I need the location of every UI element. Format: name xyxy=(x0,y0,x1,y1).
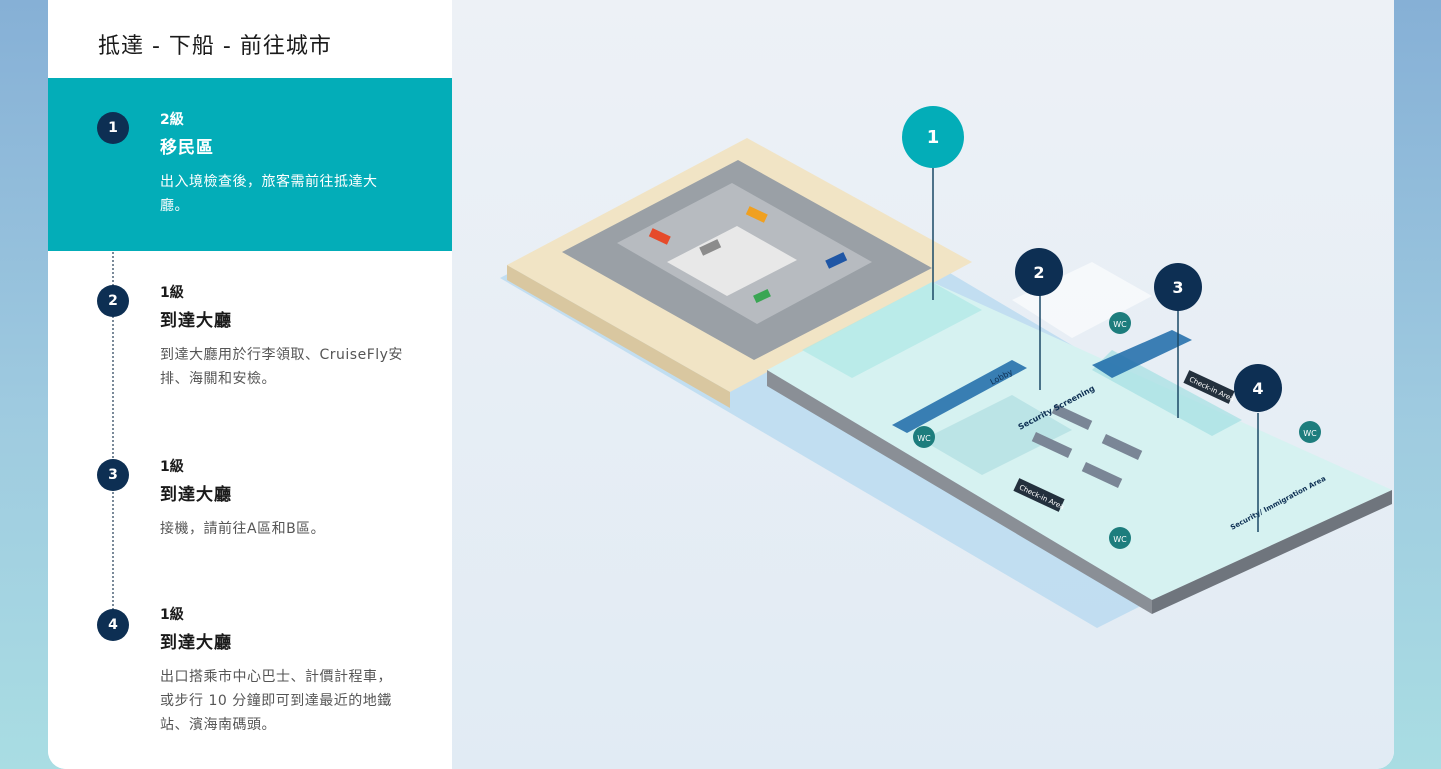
svg-text:2: 2 xyxy=(1033,263,1044,282)
step-1[interactable]: 1 2級 移民區 出入境檢查後，旅客需前往抵達大廳。 xyxy=(48,78,452,251)
step-description: 到達大廳用於行李領取、CruiseFly安排、海關和安檢。 xyxy=(160,347,403,387)
step-name: 到達大廳 xyxy=(160,633,232,653)
map-marker-1[interactable]: 1 xyxy=(902,106,964,168)
map-marker-4[interactable]: 4 xyxy=(1234,364,1282,412)
terminal-map: WC WC WC WC Lobby Security Screening Che… xyxy=(452,0,1394,769)
step-4[interactable]: 4 1級 到達大廳 出口搭乘市中心巴士、計價計程車，或步行 10 分鐘即可到達最… xyxy=(48,575,452,755)
step-number-badge: 1 xyxy=(97,112,129,144)
step-level: 1級 xyxy=(160,459,184,475)
page-title: 抵達 - 下船 - 前往城市 xyxy=(98,34,332,59)
step-description: 出口搭乘市中心巴士、計價計程車，或步行 10 分鐘即可到達最近的地鐵站、濱海南碼… xyxy=(160,669,392,733)
step-3[interactable]: 3 1級 到達大廳 接機，請前往A區和B區。 xyxy=(48,425,452,575)
svg-text:1: 1 xyxy=(927,127,940,148)
svg-text:WC: WC xyxy=(1303,429,1317,438)
svg-text:4: 4 xyxy=(1252,379,1263,398)
content-card: 抵達 - 下船 - 前往城市 1 2級 移民區 出入境檢查後，旅客需前往抵達大廳… xyxy=(48,0,1394,769)
step-name: 移民區 xyxy=(160,138,214,158)
parking-lot xyxy=(507,138,972,408)
step-name: 到達大廳 xyxy=(160,485,232,505)
step-number-badge: 3 xyxy=(97,459,129,491)
step-number-badge: 2 xyxy=(97,285,129,317)
svg-text:WC: WC xyxy=(1113,535,1127,544)
svg-text:WC: WC xyxy=(917,434,931,443)
step-level: 1級 xyxy=(160,607,184,623)
step-description: 出入境檢查後，旅客需前往抵達大廳。 xyxy=(160,174,378,214)
terminal-map-illustration: WC WC WC WC Lobby Security Screening Che… xyxy=(500,106,1392,628)
step-level: 2級 xyxy=(160,112,184,128)
svg-text:WC: WC xyxy=(1113,320,1127,329)
step-name: 到達大廳 xyxy=(160,311,232,331)
step-level: 1級 xyxy=(160,285,184,301)
waiting-seats xyxy=(1031,404,1143,488)
terminal-floor xyxy=(767,262,1392,614)
step-description: 接機，請前往A區和B區。 xyxy=(160,521,326,537)
steps-panel: 抵達 - 下船 - 前往城市 1 2級 移民區 出入境檢查後，旅客需前往抵達大廳… xyxy=(48,0,452,769)
map-marker-3[interactable]: 3 xyxy=(1154,263,1202,311)
wc-icon: WC WC WC WC xyxy=(913,312,1321,549)
map-marker-2[interactable]: 2 xyxy=(1015,248,1063,296)
step-2[interactable]: 2 1級 到達大廳 到達大廳用於行李領取、CruiseFly安排、海關和安檢。 xyxy=(48,251,452,421)
svg-text:3: 3 xyxy=(1172,278,1183,297)
step-number-badge: 4 xyxy=(97,609,129,641)
timeline-connector xyxy=(112,145,114,617)
